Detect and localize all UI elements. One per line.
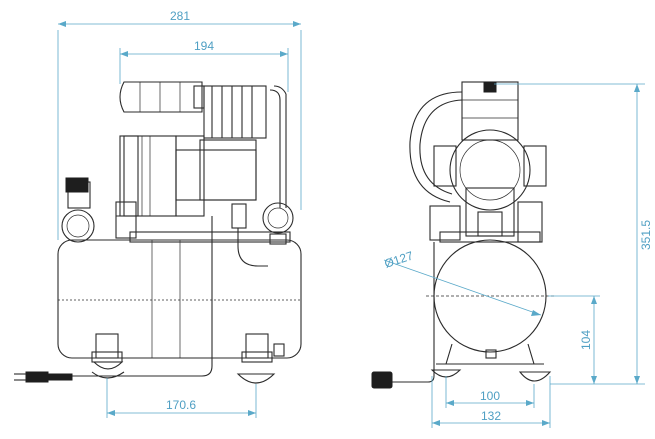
dimension-foot-spacing-front: 100 [445, 376, 535, 408]
side-tank [57, 239, 302, 359]
front-power-cable [371, 242, 435, 389]
side-pump-head [175, 149, 257, 201]
dimension-overall-width: 281 [57, 9, 302, 240]
side-outlet-gauge [262, 202, 294, 245]
dim-tank-diameter-label: Ø127 [383, 248, 416, 270]
side-pressure-gauge [61, 177, 95, 243]
dimension-overall-height: 351.5 [494, 83, 653, 385]
dim-100-label: 100 [480, 389, 500, 403]
dim-351-5-label: 351.5 [639, 220, 653, 250]
side-motor [119, 135, 177, 217]
dimension-foot-spacing-side: 170.6 [106, 378, 257, 418]
side-foot-left [91, 333, 125, 379]
side-cylinder [203, 85, 267, 139]
dim-132-label: 132 [481, 409, 501, 423]
dimension-base-width: 132 [431, 376, 551, 428]
dimension-compressor-width: 194 [119, 39, 289, 92]
front-motor [449, 129, 531, 211]
dimension-tank-axis-height: 104 [548, 295, 600, 384]
dimension-tank-diameter: Ø127 [383, 248, 542, 316]
side-handle [119, 81, 205, 113]
dim-281-label: 281 [170, 9, 190, 23]
side-power-cable [14, 216, 213, 383]
side-foot-right [236, 333, 276, 384]
dim-104-label: 104 [579, 330, 593, 350]
front-tank [433, 239, 547, 353]
front-foot-left [430, 369, 462, 378]
front-view [371, 81, 554, 389]
dim-194-label: 194 [194, 39, 214, 53]
front-foot-right [518, 371, 552, 382]
dim-170-6-label: 170.6 [166, 398, 196, 412]
side-view [14, 81, 302, 384]
